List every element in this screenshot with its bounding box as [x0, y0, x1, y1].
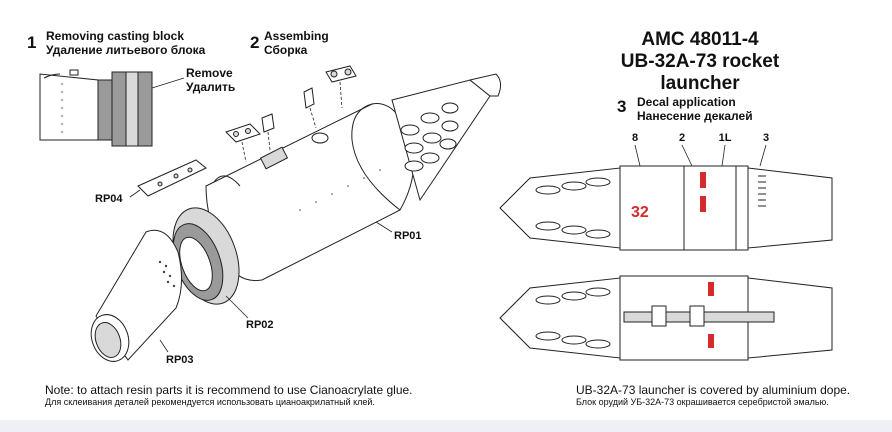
remove-label: Remove Удалить [186, 66, 235, 94]
part-label-rp02: RP02 [246, 319, 274, 331]
dope-note-en: UB-32A-73 launcher is covered by alumini… [576, 383, 851, 397]
tube-outlines-bottom [535, 287, 611, 349]
step-1-title: Removing casting block Удаление литьевог… [46, 29, 205, 57]
mount-lug-1 [651, 305, 667, 327]
decal-callout-3: 3 [762, 132, 770, 144]
product-name: UB-32A-73 rocket launcher [620, 51, 780, 94]
glue-note: Note: to attach resin parts it is recomm… [45, 383, 413, 407]
decal-marking-red-2 [700, 196, 706, 212]
casting-block-neck [97, 79, 113, 141]
small-part-top [325, 65, 357, 109]
rivet-row [61, 83, 63, 133]
casting-block-drawing [39, 69, 185, 147]
drawing-canvas: 32 [39, 65, 833, 362]
decal-view-top: 32 [499, 144, 833, 251]
tail-fairing-top [747, 167, 833, 249]
step-3-title-en: Decal application [637, 95, 736, 109]
decal-number-32: 32 [631, 204, 649, 221]
mount-lug-2 [689, 305, 705, 327]
tube-outlines-top [535, 177, 611, 239]
decal-callout-8: 8 [631, 132, 639, 144]
step-2-title-en: Assembing [264, 29, 329, 43]
dope-note: UB-32A-73 launcher is covered by alumini… [576, 383, 850, 407]
glue-note-en: Note: to attach resin parts it is recomm… [45, 383, 413, 397]
remove-leader-line [151, 77, 185, 89]
part-body-fragment [39, 73, 99, 141]
part-label-rp04: RP04 [95, 193, 123, 205]
decal-callout-1l: 1L [718, 132, 732, 144]
step-2-title-ru: Сборка [264, 43, 308, 57]
small-part-clip [261, 113, 275, 151]
step-1-number: 1 [27, 33, 37, 52]
document-title: AMC 48011-4 UB-32A-73 rocket launcher [580, 29, 820, 95]
step-3-title-ru: Нанесение декалей [637, 109, 753, 123]
assembly-drawing [90, 65, 502, 362]
step-1-title-en: Removing casting block [46, 29, 185, 43]
tail-fairing-bottom [747, 277, 833, 359]
decal-view-bottom [499, 275, 833, 361]
rocket-tube-cluster [391, 73, 502, 202]
rp04-rail-part [129, 159, 207, 198]
remove-label-en: Remove [186, 66, 233, 80]
part-label-rp03: RP03 [166, 354, 194, 366]
decal-callout-2: 2 [678, 132, 686, 144]
rivet-row-body [299, 169, 381, 211]
remove-label-ru: Удалить [186, 80, 236, 94]
vent-dots [158, 260, 176, 288]
rp01-main-body [205, 73, 502, 282]
rp03-fairing-part [90, 229, 182, 362]
vent-grille-top [758, 175, 766, 207]
step-2-number: 2 [250, 33, 260, 52]
decal-marking-red-3 [708, 282, 714, 296]
page-bottom-strip [0, 420, 892, 432]
step-1-title-ru: Удаление литьевого блока [46, 43, 206, 57]
decal-marking-red-4 [708, 334, 714, 348]
pin-detail [69, 69, 79, 76]
casting-block-highlight [125, 71, 139, 147]
step-2-title: Assembing Сборка [264, 29, 329, 57]
step-3-title: Decal application Нанесение декалей [637, 95, 753, 123]
dope-note-ru: Блок орудий УБ-32А-73 окрашивается сереб… [576, 397, 829, 407]
small-part-bracket [303, 87, 317, 129]
part-label-rp01: RP01 [394, 230, 422, 242]
kit-code: AMC 48011-4 [641, 29, 759, 50]
glue-note-ru: Для склеивания деталей рекомендуется исп… [45, 397, 375, 407]
decal-marking-red [700, 172, 706, 188]
small-part-plate [225, 123, 261, 163]
part-body-edge [43, 73, 61, 79]
step-3-number: 3 [617, 97, 627, 116]
